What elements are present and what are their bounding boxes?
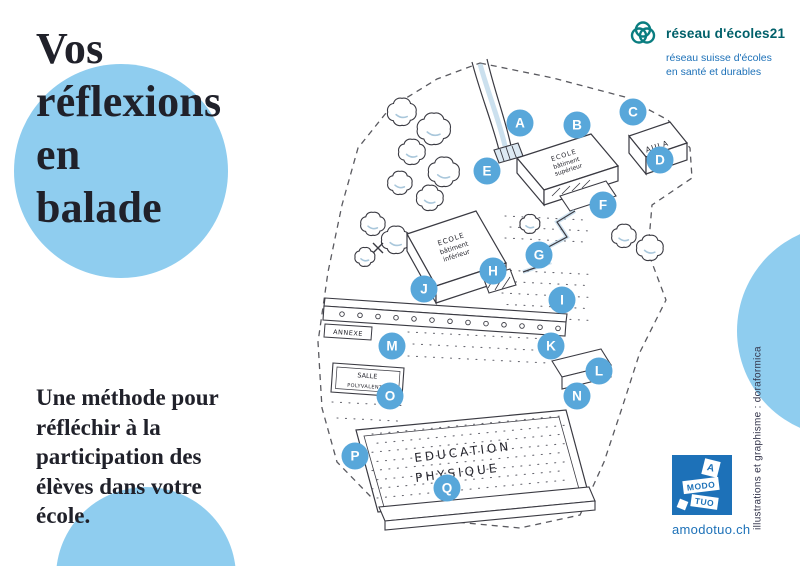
amodotuo-logo-block: A MODO TUO amodotuo.ch	[672, 455, 751, 537]
map-marker-C[interactable]: C	[619, 98, 647, 126]
trees-group	[354, 97, 664, 267]
network-tagline-line-1: réseau suisse d'écoles	[666, 52, 772, 64]
map-marker-O[interactable]: O	[376, 382, 404, 410]
amodotuo-url[interactable]: amodotuo.ch	[672, 522, 751, 537]
title-line-2: réflexions	[36, 77, 222, 126]
network-tagline: réseau suisse d'écoles en santé et durab…	[666, 52, 785, 79]
stipple-ground-group	[331, 215, 591, 422]
map-marker-K[interactable]: K	[537, 332, 565, 360]
map-marker-D[interactable]: D	[646, 146, 674, 174]
credits-vertical: illustrations et graphisme : doraformica	[752, 346, 764, 530]
map-marker-I[interactable]: I	[548, 286, 576, 314]
logo-letter-tuo: TUO	[694, 495, 715, 509]
intro-line-5: école.	[36, 503, 91, 528]
map-marker-A[interactable]: A	[506, 109, 534, 137]
logo-tile-tuo: TUO	[690, 494, 719, 510]
site-perimeter	[317, 62, 693, 529]
map-marker-P[interactable]: P	[341, 442, 369, 470]
bottom-strip-building	[378, 486, 596, 531]
poster-title: Vos réflexions en balade	[36, 22, 221, 234]
intro-line-3: participation des	[36, 444, 202, 469]
map-marker-N[interactable]: N	[563, 382, 591, 410]
logo-tile-a: A	[701, 458, 721, 478]
network-name: réseau d'écoles21	[666, 26, 786, 41]
map-marker-Q[interactable]: Q	[433, 474, 461, 502]
x-mark	[372, 242, 384, 254]
intro-line-2: réfléchir à la	[36, 414, 161, 440]
title-line-1: Vos	[36, 24, 104, 73]
label-annexe: ANNEXE	[333, 328, 363, 338]
title-line-4: balade	[36, 183, 162, 232]
knot-icon	[630, 21, 656, 44]
entrance-path	[471, 58, 512, 151]
building-annexe: ANNEXE	[322, 297, 568, 341]
intro-line-1: Une méthode pour	[36, 385, 219, 410]
title-line-3: en	[36, 130, 81, 179]
map-marker-H[interactable]: H	[479, 257, 507, 285]
map-marker-B[interactable]: B	[563, 111, 591, 139]
annexe-windows	[339, 311, 561, 332]
intro-line-4: élèves dans votre	[36, 473, 202, 499]
label-salle-line-2: POLYVALENTE	[347, 383, 386, 392]
logo-tile-modo: MODO	[682, 476, 720, 495]
reseau-ecoles21-logo: réseau d'écoles21 réseau suisse d'écoles…	[628, 18, 785, 79]
label-salle: SALLE POLYVALENTE	[347, 371, 386, 392]
amodotuo-logo: A MODO TUO	[672, 455, 732, 515]
stipple-field-group	[371, 415, 567, 499]
map-marker-J[interactable]: J	[410, 275, 438, 303]
map-marker-F[interactable]: F	[589, 191, 617, 219]
logo-tile-blank	[676, 498, 689, 511]
decor-circle-top-left	[14, 64, 228, 278]
map-marker-G[interactable]: G	[525, 241, 553, 269]
map-marker-M[interactable]: M	[378, 332, 406, 360]
map-marker-E[interactable]: E	[473, 157, 501, 185]
network-tagline-line-2: en santé et durables	[666, 65, 762, 78]
logo-letter-modo: MODO	[686, 478, 716, 493]
logo-letter-a: A	[705, 461, 717, 475]
map-marker-L[interactable]: L	[585, 357, 613, 385]
intro-text: Une méthode pour réfléchir à la particip…	[36, 383, 219, 531]
label-salle-line-1: SALLE	[357, 371, 378, 380]
building-ecole-superieur: ECOLE bâtiment supérieur	[515, 133, 620, 212]
